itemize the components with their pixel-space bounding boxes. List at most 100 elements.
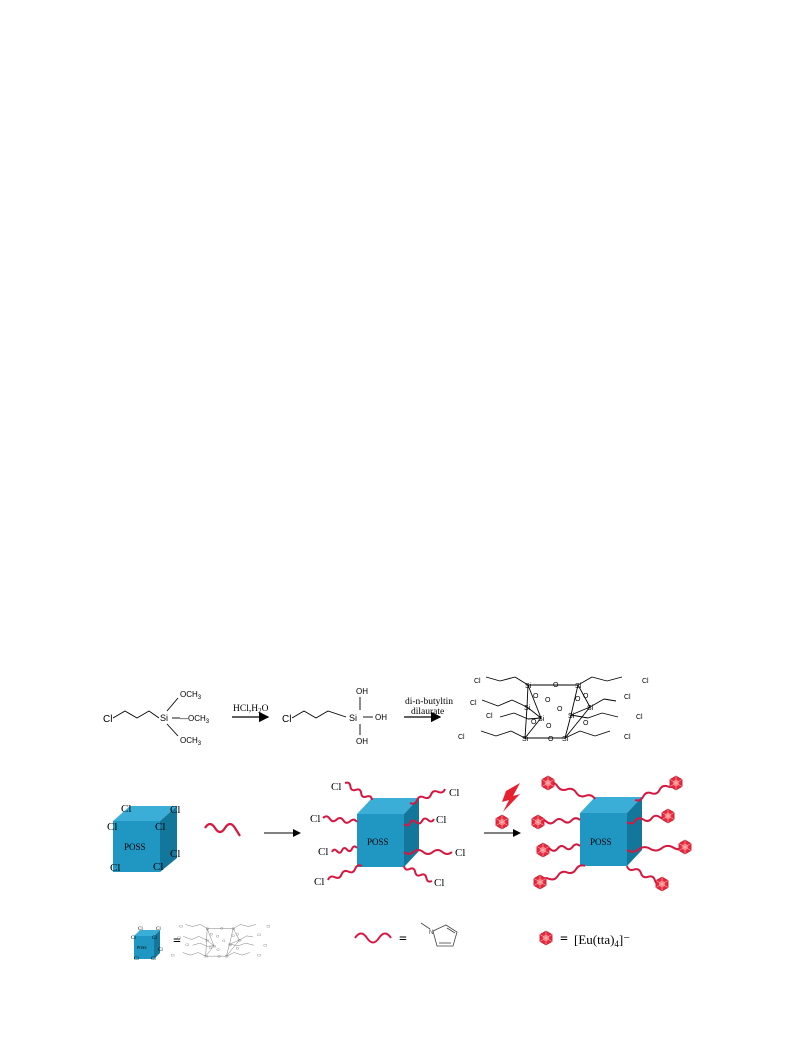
bond xyxy=(245,942,255,946)
poss-cube-cl: POSS Cl Cl Cl Cl Cl Cl Cl xyxy=(107,803,180,874)
bond xyxy=(205,945,215,957)
svg-text:HCl,H2O: HCl,H2O xyxy=(233,704,269,715)
eu-facet xyxy=(541,779,549,784)
eu-facet xyxy=(536,849,544,854)
och3-right: —OCH xyxy=(180,714,206,723)
svg-text:Cl: Cl xyxy=(152,936,157,941)
imidazolium-chain xyxy=(547,781,596,800)
bond xyxy=(511,699,528,708)
o-atom: O xyxy=(557,706,563,713)
svg-text:Cl: Cl xyxy=(138,927,143,932)
bond xyxy=(206,928,208,941)
svg-text:Cl: Cl xyxy=(436,814,446,826)
eu-facet xyxy=(537,818,545,823)
eu-facet xyxy=(531,821,539,826)
eu-complex-label: [Eu(tta) xyxy=(574,932,614,947)
bond xyxy=(570,706,591,716)
silanetriol: Cl Si OH OH OH xyxy=(282,687,387,746)
bond xyxy=(526,706,542,719)
bond xyxy=(579,730,596,737)
oh-bottom: OH xyxy=(356,737,368,746)
bond xyxy=(229,943,239,946)
o-atom: O xyxy=(218,954,221,959)
bond xyxy=(238,942,246,946)
o-atom: O xyxy=(236,931,239,936)
cube-cl-labels: Cl Cl Cl Cl Cl Cl Cl xyxy=(107,803,180,874)
legend-eu-icon xyxy=(539,930,553,946)
bond xyxy=(497,699,513,707)
eu-facet xyxy=(547,779,555,784)
eu-complex-icon xyxy=(531,814,545,830)
svg-text:OCH3: OCH3 xyxy=(180,736,202,747)
bond xyxy=(226,952,235,957)
eu-facet xyxy=(539,934,547,939)
eu-facet xyxy=(533,878,541,883)
svg-text:Cl: Cl xyxy=(156,927,161,932)
eu-complex-icon xyxy=(533,874,547,890)
eu-facet xyxy=(531,818,539,823)
bond xyxy=(524,706,528,739)
si-label: Si xyxy=(160,713,168,723)
equals-2: = xyxy=(399,932,407,947)
eu-facet xyxy=(547,782,555,787)
bond xyxy=(192,942,200,946)
bond xyxy=(514,676,529,686)
eu-facet xyxy=(678,843,686,848)
svg-text:Cl: Cl xyxy=(155,821,165,833)
svg-text:Cl: Cl xyxy=(121,803,131,815)
bond xyxy=(183,936,192,940)
eu-facet xyxy=(539,881,547,886)
svg-text:Cl: Cl xyxy=(158,948,163,953)
bond xyxy=(226,944,230,957)
cl-atom: Cl xyxy=(177,935,181,940)
svg-text:Si: Si xyxy=(349,713,357,723)
eu-facet xyxy=(533,881,541,886)
bond xyxy=(232,928,240,941)
eu-facet xyxy=(684,843,692,848)
imidazolium-chain xyxy=(537,817,581,825)
imidazolium-chain xyxy=(331,845,358,854)
bond xyxy=(577,676,593,686)
eu-facet xyxy=(542,846,550,851)
eu-facet xyxy=(545,937,553,942)
step1-arrow: HCl,H2O xyxy=(232,704,270,723)
bond xyxy=(481,699,499,707)
bond xyxy=(205,940,207,957)
reactant-chloropropyltrimethoxysilane: Cl Si OCH3 —OCH3 OCH3 xyxy=(103,690,210,747)
eu-complex-icon xyxy=(495,814,509,830)
bond xyxy=(199,942,208,947)
si-atom: Si xyxy=(525,683,532,690)
eu-facet xyxy=(536,846,544,851)
bond xyxy=(226,939,240,957)
o-atom: O xyxy=(583,720,589,727)
bond xyxy=(192,924,201,927)
imidazolium-chain xyxy=(403,817,435,827)
o-atom: O xyxy=(546,723,552,730)
bond xyxy=(239,935,247,941)
svg-text:Cl: Cl xyxy=(434,877,444,889)
si-atom: Si xyxy=(206,926,210,931)
bond xyxy=(510,730,526,739)
o-atom: O xyxy=(217,947,220,952)
bond xyxy=(524,717,542,739)
imidazolium-chain xyxy=(634,782,677,802)
eu-facet xyxy=(661,883,669,888)
eu-complex-icon xyxy=(661,808,675,824)
eu-facet xyxy=(678,846,686,851)
bond xyxy=(587,712,603,719)
bond xyxy=(527,717,542,720)
svg-text:Cl: Cl xyxy=(110,862,120,874)
imidazolium-chain xyxy=(322,815,358,824)
bond xyxy=(591,676,608,682)
svg-text:Cl: Cl xyxy=(455,847,465,859)
imidazole-chain xyxy=(204,822,241,837)
bond xyxy=(182,952,191,956)
equals-3: = xyxy=(560,932,568,947)
bond xyxy=(526,684,529,708)
bond xyxy=(564,714,572,739)
bond xyxy=(570,714,589,719)
eu-complex-icon xyxy=(669,775,683,791)
eu-facet xyxy=(655,883,663,888)
